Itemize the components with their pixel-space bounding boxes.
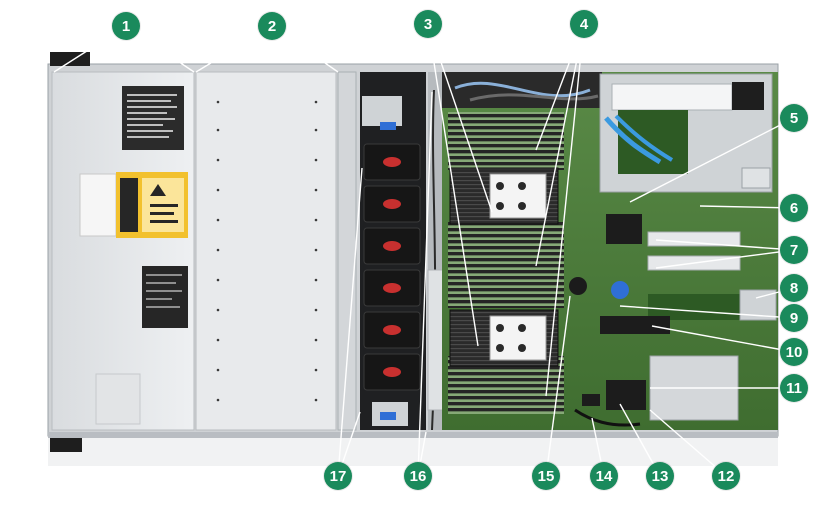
callout-12: 12 — [712, 462, 740, 490]
riser-cage-icon — [599, 73, 773, 193]
fan-module-icon — [363, 143, 421, 391]
callout-17: 17 — [324, 462, 352, 490]
heatsink-icon — [449, 167, 559, 367]
callout-11: 11 — [780, 374, 808, 402]
callout-5: 5 — [780, 104, 808, 132]
callout-8: 8 — [780, 274, 808, 302]
callout-4: 4 — [570, 10, 598, 38]
callout-3: 3 — [414, 10, 442, 38]
callout-7: 7 — [780, 236, 808, 264]
callout-10: 10 — [780, 338, 808, 366]
callout-13: 13 — [646, 462, 674, 490]
callout-15: 15 — [532, 462, 560, 490]
callout-9: 9 — [780, 304, 808, 332]
callout-1: 1 — [112, 12, 140, 40]
callout-14: 14 — [590, 462, 618, 490]
callout-16: 16 — [404, 462, 432, 490]
callout-2: 2 — [258, 12, 286, 40]
drive-cage-cover — [51, 71, 357, 431]
callout-6: 6 — [780, 194, 808, 222]
